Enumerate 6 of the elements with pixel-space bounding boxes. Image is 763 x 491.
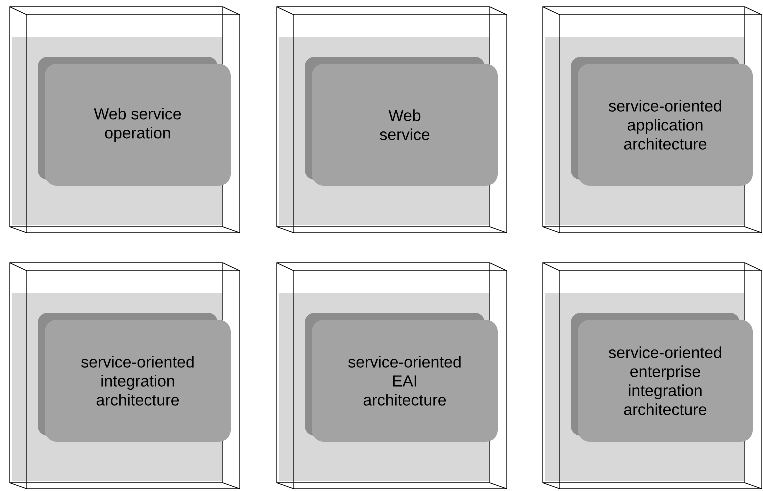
rounded-box: Web service xyxy=(305,57,498,186)
rounded-box: service-oriented integration architecture xyxy=(38,313,231,442)
rounded-box: Web service operation xyxy=(38,57,231,186)
rounded-box: service-oriented application architecture xyxy=(571,57,753,186)
rounded-box: service-oriented enterprise integration architecture xyxy=(571,313,753,442)
rounded-box: service-oriented EAI architecture xyxy=(305,313,498,442)
